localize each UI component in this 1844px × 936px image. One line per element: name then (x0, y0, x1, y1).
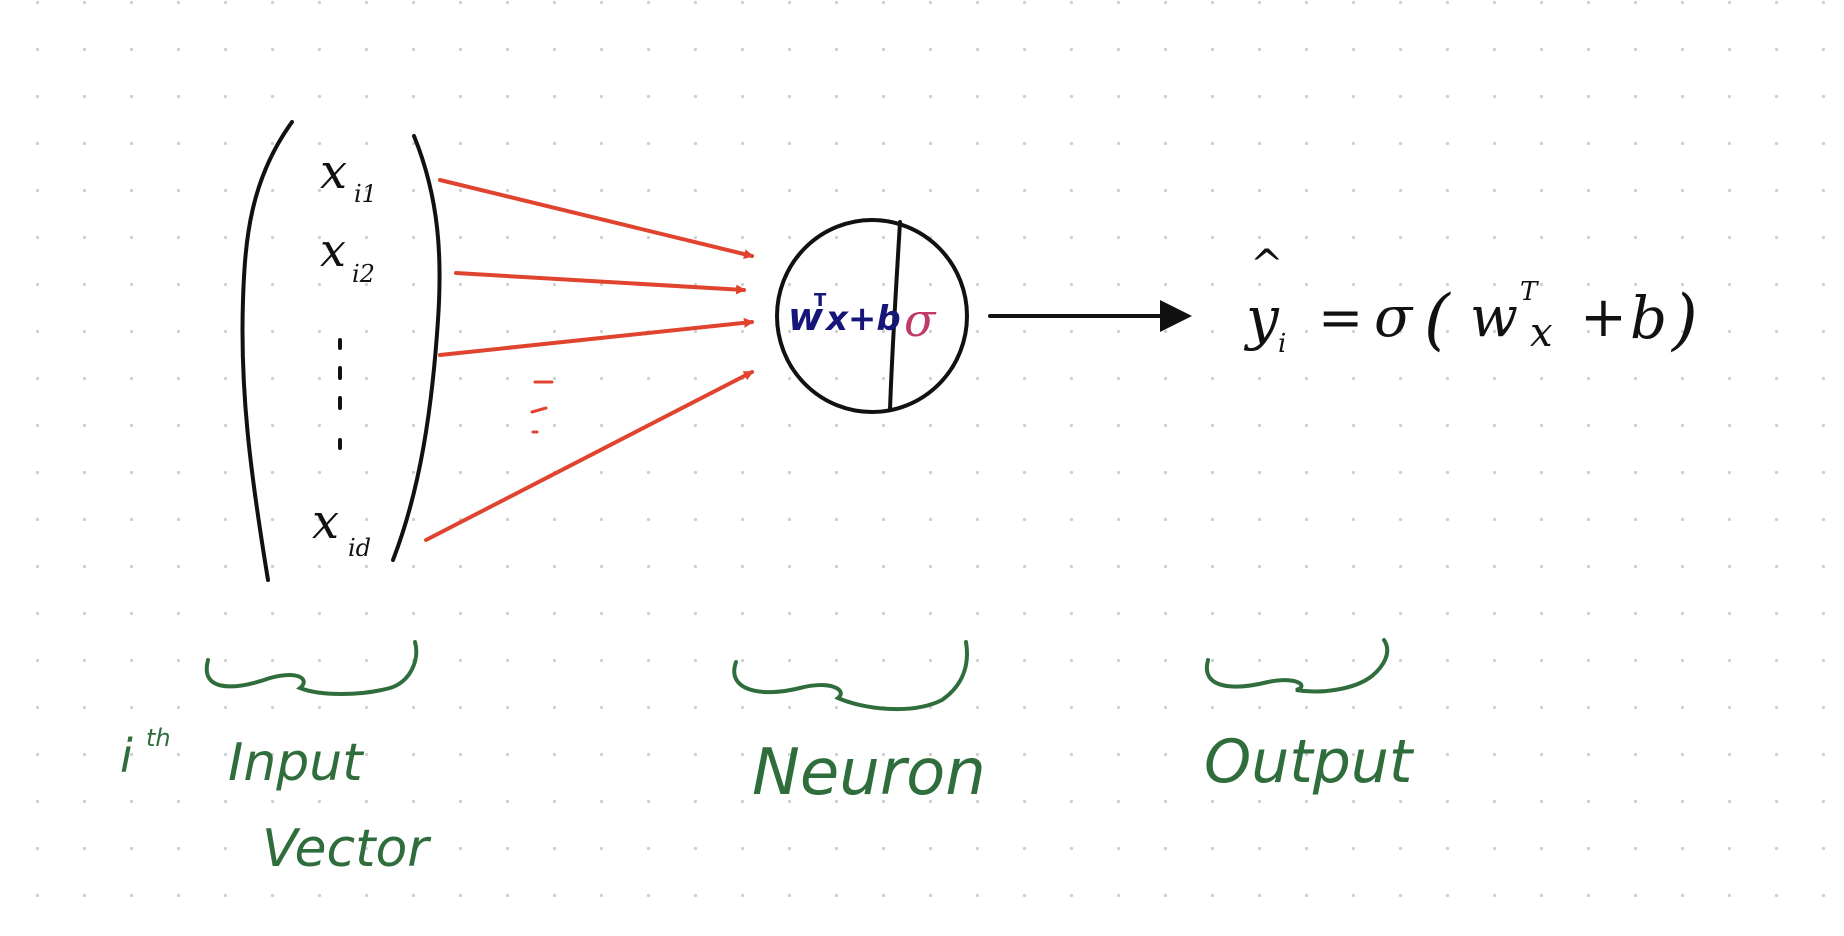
svg-text:=: = (1318, 286, 1363, 349)
svg-text:y: y (1243, 284, 1280, 352)
svg-text:^: ^ (1250, 242, 1284, 288)
input-entry-d: x id (312, 494, 371, 562)
svg-text:i1: i1 (354, 180, 377, 208)
input-label: i th Input Vector (120, 724, 432, 879)
svg-text:id: id (348, 534, 371, 562)
input-brace (204, 640, 419, 696)
svg-text:): ) (1670, 281, 1698, 358)
arrow-input-d (424, 370, 754, 542)
svg-text:Input: Input (228, 733, 364, 793)
svg-text:b: b (1630, 284, 1667, 352)
svg-text:T: T (814, 290, 827, 311)
neuron-label: Neuron (752, 736, 986, 810)
svg-text:w: w (788, 295, 824, 339)
svg-text:i2: i2 (352, 260, 375, 288)
output-arrowhead (1160, 300, 1192, 332)
svg-text:x+b: x+b (824, 299, 901, 339)
svg-text:x: x (1530, 310, 1553, 356)
neuron-divider (888, 220, 902, 412)
output-label: Output (1204, 727, 1415, 797)
left-bracket (240, 120, 294, 582)
arrow-input-3 (438, 317, 754, 357)
svg-text:i: i (120, 729, 133, 783)
svg-text:(: ( (1424, 281, 1451, 358)
svg-text:w: w (1470, 285, 1518, 350)
svg-text:T: T (1520, 277, 1539, 307)
input-entry-1: x i1 (320, 144, 377, 208)
svg-text:+: + (1580, 285, 1627, 350)
neuron: w T x+b σ (775, 218, 969, 414)
svg-text:th: th (146, 724, 171, 752)
svg-text:x: x (312, 494, 339, 550)
activation-sigma: σ (904, 293, 937, 347)
svg-text:i: i (1278, 329, 1286, 359)
svg-text:Vector: Vector (262, 819, 432, 879)
output-equation: ^ y i = σ ( w T x + b ) (1243, 242, 1698, 359)
arrow-input-2 (454, 271, 746, 295)
arrow-input-1 (438, 178, 754, 259)
output-brace (1204, 638, 1390, 694)
input-entry-2: x i2 (320, 223, 375, 288)
neuron-brace (732, 640, 969, 712)
linear-combination: w T x+b (788, 290, 901, 339)
svg-text:x: x (320, 144, 347, 200)
right-bracket (391, 134, 442, 562)
red-ellipsis-marks (530, 380, 554, 434)
svg-text:x: x (320, 223, 346, 277)
svg-text:σ: σ (1374, 285, 1414, 350)
neuron-circle (775, 218, 969, 414)
